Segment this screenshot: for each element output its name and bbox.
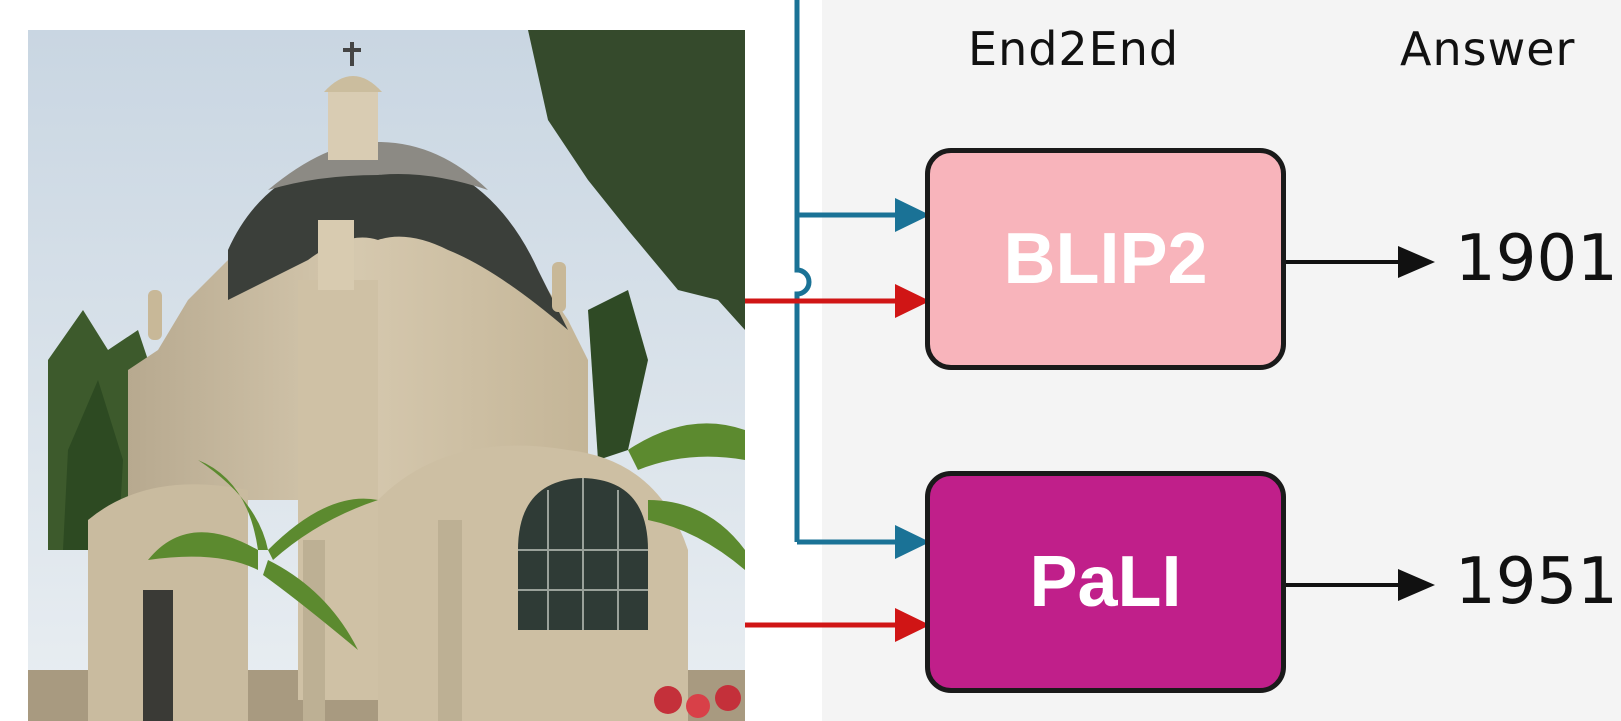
pali-label: PaLI xyxy=(1029,542,1182,622)
blip2-answer: 1901 xyxy=(1455,222,1618,296)
end2end-header: End2End xyxy=(968,22,1180,76)
input-image xyxy=(28,30,745,721)
church-photo xyxy=(28,30,745,721)
blip2-model-box: BLIP2 xyxy=(925,148,1286,370)
pali-model-box: PaLI xyxy=(925,471,1286,693)
pali-answer: 1951 xyxy=(1455,545,1618,619)
blip2-label: BLIP2 xyxy=(1003,219,1208,299)
question-arrow xyxy=(794,0,900,545)
answer-header: Answer xyxy=(1400,22,1576,76)
